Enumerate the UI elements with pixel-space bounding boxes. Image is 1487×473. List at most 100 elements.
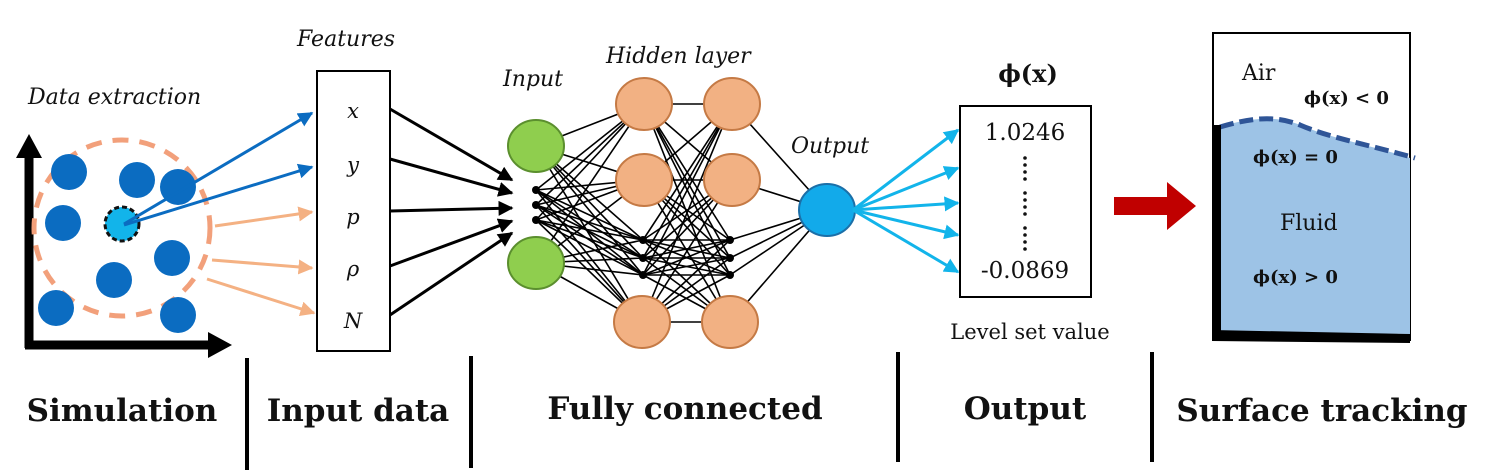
network-edge [535,204,644,276]
x-axis-arrowhead-icon [208,332,232,358]
input-node [507,236,565,290]
network-edge [642,239,731,276]
network-nodes [507,77,856,349]
particle [160,297,196,333]
network-edge [535,219,644,276]
interface-line [1219,116,1416,161]
network-edge [535,189,644,241]
particle [96,262,132,298]
network-edge [535,219,644,259]
extraction-arrow-n [206,277,316,317]
hidden1-node [615,153,673,207]
selected-particle [103,205,141,243]
output-arrow [852,128,960,212]
y-axis-arrowhead-icon [16,134,42,158]
feature-arrow [389,231,514,317]
input-ellipsis-dot [532,216,540,224]
neighborhood-circle [31,137,213,319]
feature-x: x [347,99,359,123]
network-edge [641,103,733,323]
hidden1-ellipsis-dot [639,254,647,262]
particle [119,162,155,198]
section-input-data: Input data [267,393,450,429]
hidden2-node [703,77,761,131]
simulation-panel: Data extraction [16,85,316,358]
network-edge [535,189,643,323]
input-ellipsis-dot [532,201,540,209]
input-ellipsis-dot [532,186,540,194]
extraction-arrow-y [123,163,314,227]
tank-bottom-wall [1212,330,1410,343]
phi-title: ϕ(x) [998,59,1058,88]
particle [154,240,190,276]
hidden2-node [703,153,761,207]
output-node [798,183,856,237]
feature-arrow [389,107,514,182]
hidden2-node [701,295,759,349]
particles [38,154,196,333]
particle [45,205,81,241]
section-simulation: Simulation [27,393,218,429]
hidden1-node [615,77,673,131]
air-label: Air [1241,61,1276,86]
feature-y: y [346,153,360,177]
last-level-set-value: -0.0869 [981,258,1069,284]
network-edge [535,219,644,241]
data-extraction-label: Data extraction [27,85,201,110]
input-layer-label: Input [502,67,563,92]
output-layer-label: Output [791,134,869,159]
output-arrow [852,166,960,212]
network-panel: Input Hidden layer Output [502,44,869,349]
output-arrow [852,208,960,274]
fluid-label: Fluid [1280,211,1338,236]
features-box [316,70,391,352]
feature-arrow [389,157,514,197]
phi-zero-label: ϕ(x) = 0 [1253,147,1338,168]
hidden1-ellipsis-dot [639,236,647,244]
feature-p: p [346,205,359,229]
ellipsis-dots [1023,156,1027,251]
network-edge [641,179,733,323]
extraction-arrow-p [214,206,314,228]
hidden1-node [613,295,671,349]
network-edge [535,103,645,264]
surface-panel: Air ϕ(x) < 0 ϕ(x) = 0 Fluid ϕ(x) > 0 [1212,32,1416,343]
input-node [507,119,565,173]
output-panel: ϕ(x) 1.0246 -0.0869 Level set value [852,59,1110,344]
network-edge [535,189,644,276]
section-labels: Simulation Input data Fully connected Ou… [27,352,1468,470]
network-edge [642,103,733,276]
particle [51,154,87,190]
section-fully-connected: Fully connected [547,391,822,427]
feature-arrow [389,200,514,216]
particle [38,290,74,326]
features-title: Features [296,27,395,52]
fluid-region [1218,118,1410,334]
first-level-set-value: 1.0246 [985,120,1065,146]
tank-left-wall [1212,125,1221,341]
network-edge [642,239,731,259]
hidden2-ellipsis-dot [726,271,734,279]
hidden-layer-label: Hidden layer [605,44,752,69]
output-arrow [852,208,960,240]
feature-n: N [343,309,363,333]
extraction-arrow-rho [211,258,314,275]
feature-arrow [389,218,514,268]
network-edges [535,103,828,323]
level-set-caption: Level set value [950,320,1109,344]
section-output: Output [964,391,1087,427]
phi-negative-label: ϕ(x) < 0 [1304,88,1389,109]
hidden1-ellipsis-dot [639,271,647,279]
features-panel: Features x y p ρ N [296,27,514,352]
feature-rho: ρ [346,257,360,281]
section-surface-tracking: Surface tracking [1176,393,1467,429]
network-edge [535,145,644,276]
network-edge [642,257,731,276]
extraction-arrow-x [123,111,314,226]
phi-positive-label: ϕ(x) > 0 [1253,267,1338,288]
output-arrow [852,196,960,212]
hidden2-ellipsis-dot [726,236,734,244]
transition-arrow-icon [1114,182,1196,230]
hidden2-ellipsis-dot [726,254,734,262]
